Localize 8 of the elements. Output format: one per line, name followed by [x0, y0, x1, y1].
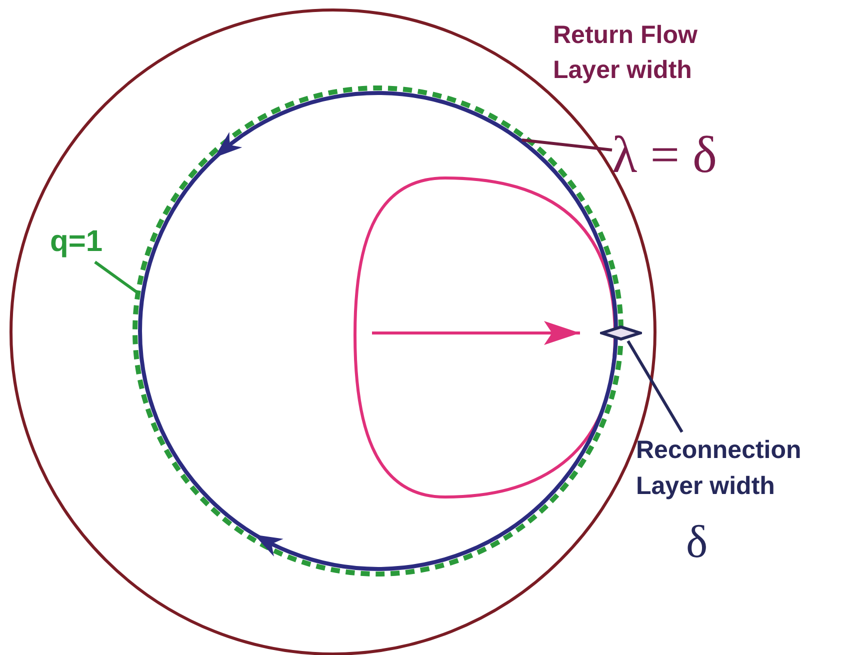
width-symbol: δ — [686, 514, 708, 568]
layer-width-label: Return Flow Layer width — [553, 20, 698, 86]
layer-width-label: Reconnection Layer width — [636, 435, 802, 502]
leader-line — [522, 138, 612, 152]
surface-label: q=1 — [50, 224, 103, 260]
reconnection-layer-diamond — [600, 325, 642, 341]
leader-line — [94, 260, 139, 294]
formula-label: λ = δ — [612, 126, 718, 186]
